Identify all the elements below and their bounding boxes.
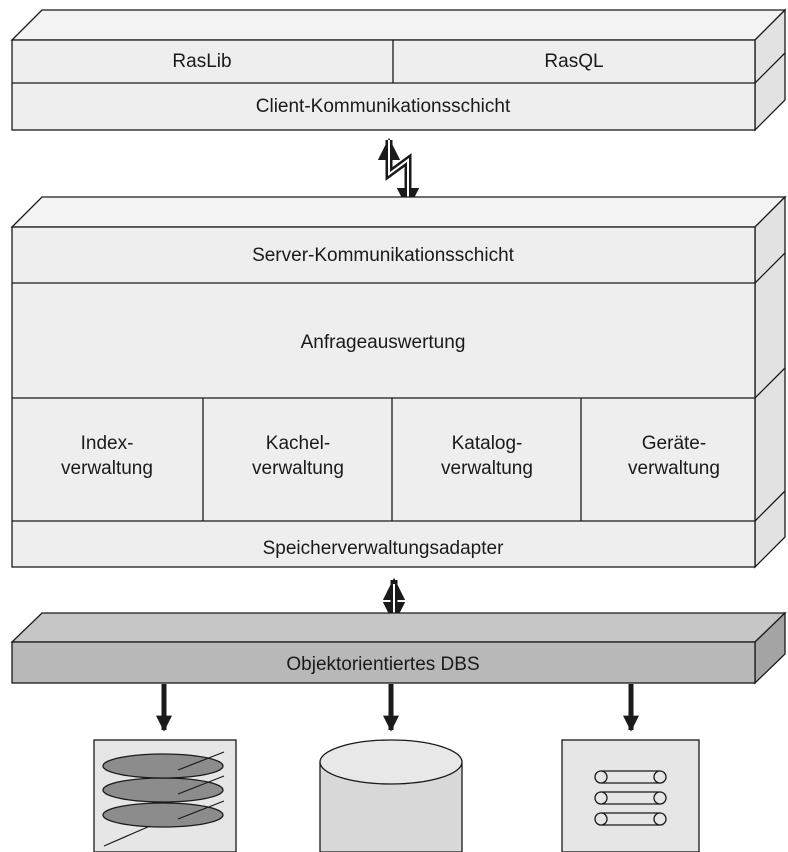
device-arrows bbox=[155, 684, 640, 732]
client-block: RasLib RasQL Client-Kommunikationsschich… bbox=[10, 8, 787, 132]
device-management-line2: verwaltung bbox=[628, 458, 720, 479]
index-management-line2: verwaltung bbox=[61, 458, 153, 479]
server-communication-layer-label: Server-Kommunikationsschicht bbox=[252, 245, 515, 266]
dbs-block: Objektorientiertes DBS bbox=[10, 611, 787, 685]
catalog-management-line2: verwaltung bbox=[441, 458, 533, 479]
tile-management-line1: Kachel- bbox=[266, 433, 330, 454]
rasql-label: RasQL bbox=[544, 51, 603, 72]
index-management-line1: Index- bbox=[81, 433, 134, 454]
tape-reel-icon bbox=[561, 739, 700, 852]
dbs-label: Objektorientiertes DBS bbox=[286, 654, 479, 675]
storage-adapter-label: Speicherverwaltungsadapter bbox=[263, 538, 504, 559]
database-cylinder-icon bbox=[319, 739, 463, 852]
server-block: Server-Kommunikationsschicht Anfrageausw… bbox=[10, 195, 787, 569]
query-evaluation-label: Anfrageauswertung bbox=[301, 332, 466, 353]
catalog-management-line1: Katalog- bbox=[452, 433, 523, 454]
network-link-arrow bbox=[377, 137, 420, 211]
tile-management-line2: verwaltung bbox=[252, 458, 344, 479]
device-management-line1: Geräte- bbox=[642, 433, 706, 454]
client-communication-layer-label: Client-Kommunikationsschicht bbox=[256, 96, 511, 117]
disk-platter-stack-icon bbox=[93, 739, 237, 852]
raslib-label: RasLib bbox=[172, 51, 231, 72]
